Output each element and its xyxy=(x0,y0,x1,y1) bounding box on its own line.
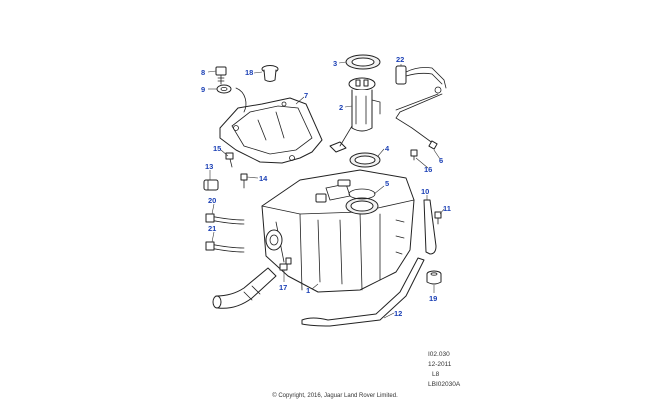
callout-5: 5 xyxy=(385,179,389,188)
bolt-15 xyxy=(225,152,234,168)
reference-drawing: LBI02030A xyxy=(428,381,461,388)
screw-14 xyxy=(240,173,248,189)
bolt-8 xyxy=(215,66,227,85)
callout-7: 7 xyxy=(304,91,308,100)
callout-20: 20 xyxy=(208,196,216,205)
strap-12 xyxy=(301,257,425,327)
seal-5 xyxy=(348,188,376,200)
callout-16: 16 xyxy=(424,165,432,174)
callout-6: 6 xyxy=(439,156,443,165)
leader-lines xyxy=(207,61,445,319)
seal-ring-4 xyxy=(349,152,381,168)
callout-22: 22 xyxy=(396,55,404,64)
heat-shield xyxy=(219,97,323,164)
filler-hose xyxy=(212,267,277,309)
locking-ring-3 xyxy=(345,54,381,70)
callout-2: 2 xyxy=(339,103,343,112)
callout-10: 10 xyxy=(421,187,429,196)
screw-11 xyxy=(434,211,442,225)
callout-1: 1 xyxy=(306,286,310,295)
reference-date: 12-2011 xyxy=(428,361,452,368)
reference-code: I02.030 xyxy=(428,351,450,358)
bracket-13 xyxy=(203,179,219,191)
vent-pipe-curve xyxy=(235,87,247,113)
reference-block: I02.030 12-2011 L8 LBI02030A xyxy=(428,350,460,390)
callout-9: 9 xyxy=(201,85,205,94)
callout-3: 3 xyxy=(333,59,337,68)
callout-12: 12 xyxy=(394,309,402,318)
callout-17: 17 xyxy=(279,283,287,292)
reference-variant: L8 xyxy=(432,371,440,378)
callout-labels: 1 2 3 4 5 6 7 8 9 10 11 12 13 14 15 16 1… xyxy=(201,55,451,318)
grommet-18 xyxy=(261,65,279,82)
bush-19 xyxy=(426,270,442,285)
strap-10 xyxy=(423,199,437,255)
clip-17 xyxy=(279,263,288,271)
callout-15: 15 xyxy=(213,144,221,153)
callout-18: 18 xyxy=(245,68,253,77)
callout-19: 19 xyxy=(429,294,437,303)
clip-16 xyxy=(410,149,418,161)
callout-8: 8 xyxy=(201,68,205,77)
callout-4: 4 xyxy=(385,144,390,153)
clamp-21 xyxy=(205,241,245,253)
breather-pipe-6 xyxy=(395,93,443,150)
callout-21: 21 xyxy=(208,224,216,233)
copyright-notice: © Copyright, 2016, Jaguar Land Rover Lim… xyxy=(272,393,398,399)
connector-22 xyxy=(395,65,447,94)
callout-14: 14 xyxy=(259,174,268,183)
nut-9 xyxy=(216,84,232,94)
callout-11: 11 xyxy=(443,204,451,213)
fuel-tank-1 xyxy=(261,169,415,293)
clamp-20 xyxy=(205,213,245,225)
callout-13: 13 xyxy=(205,162,213,171)
fuel-pump-module-2 xyxy=(329,77,381,153)
